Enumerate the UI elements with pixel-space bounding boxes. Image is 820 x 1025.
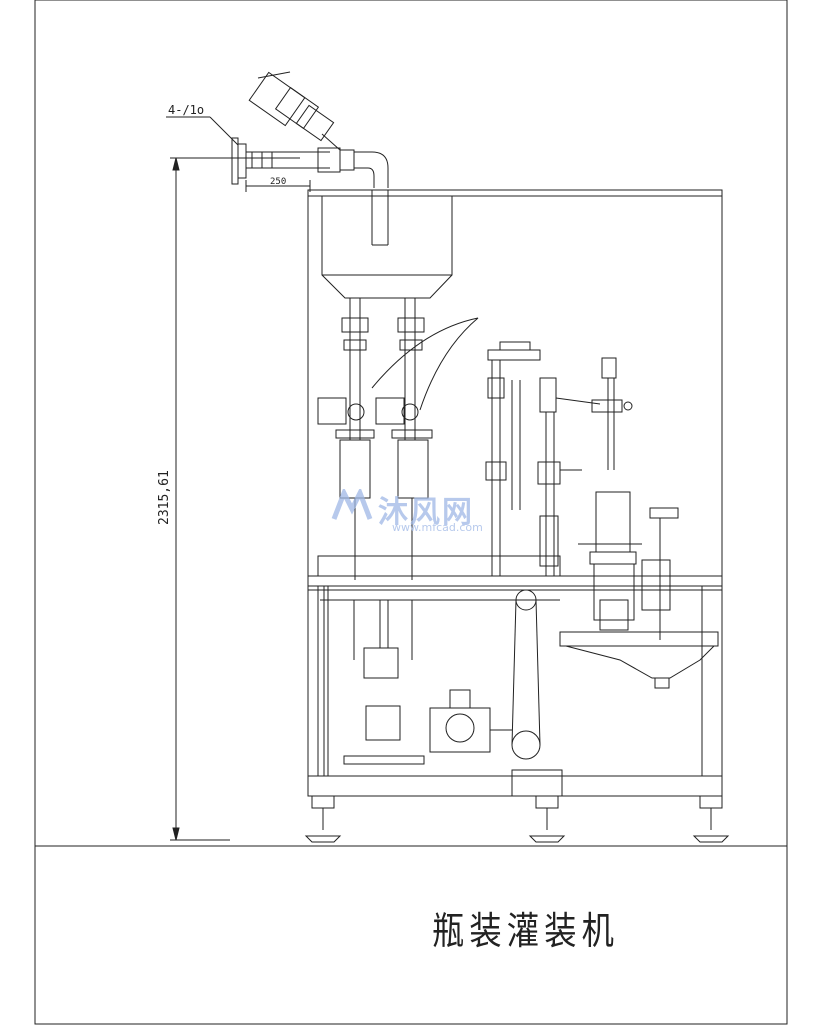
filling-platform bbox=[317, 555, 561, 577]
inlet-pipe bbox=[166, 116, 389, 192]
dosing-column-left bbox=[317, 298, 375, 580]
deflector-arc bbox=[371, 317, 479, 411]
filling-head bbox=[578, 491, 679, 640]
angle-valve bbox=[248, 71, 341, 151]
height-dimension-label: 2315,61 bbox=[157, 470, 172, 525]
height-dimension bbox=[170, 157, 300, 841]
drip-tray bbox=[565, 645, 716, 679]
dosing-column-right bbox=[375, 298, 433, 580]
watermark-url: www.mfcad.com bbox=[392, 521, 483, 534]
leveling-feet bbox=[304, 795, 730, 843]
chain-drive bbox=[511, 589, 563, 797]
watermark-text: 沐风网 bbox=[378, 495, 474, 530]
drawing-border bbox=[34, 0, 788, 1025]
machine-frame bbox=[307, 189, 723, 797]
watermark-logo-icon bbox=[331, 489, 373, 520]
flange-label: 4-/1o bbox=[168, 103, 204, 117]
lower-drive bbox=[343, 600, 512, 765]
bottle-table bbox=[559, 631, 719, 647]
drawing-title: 瓶装灌装机 bbox=[432, 909, 620, 953]
hopper bbox=[321, 190, 453, 299]
lift-column bbox=[485, 341, 601, 576]
capping-valve bbox=[591, 357, 633, 470]
pipe-dimension: 250 bbox=[270, 177, 286, 187]
